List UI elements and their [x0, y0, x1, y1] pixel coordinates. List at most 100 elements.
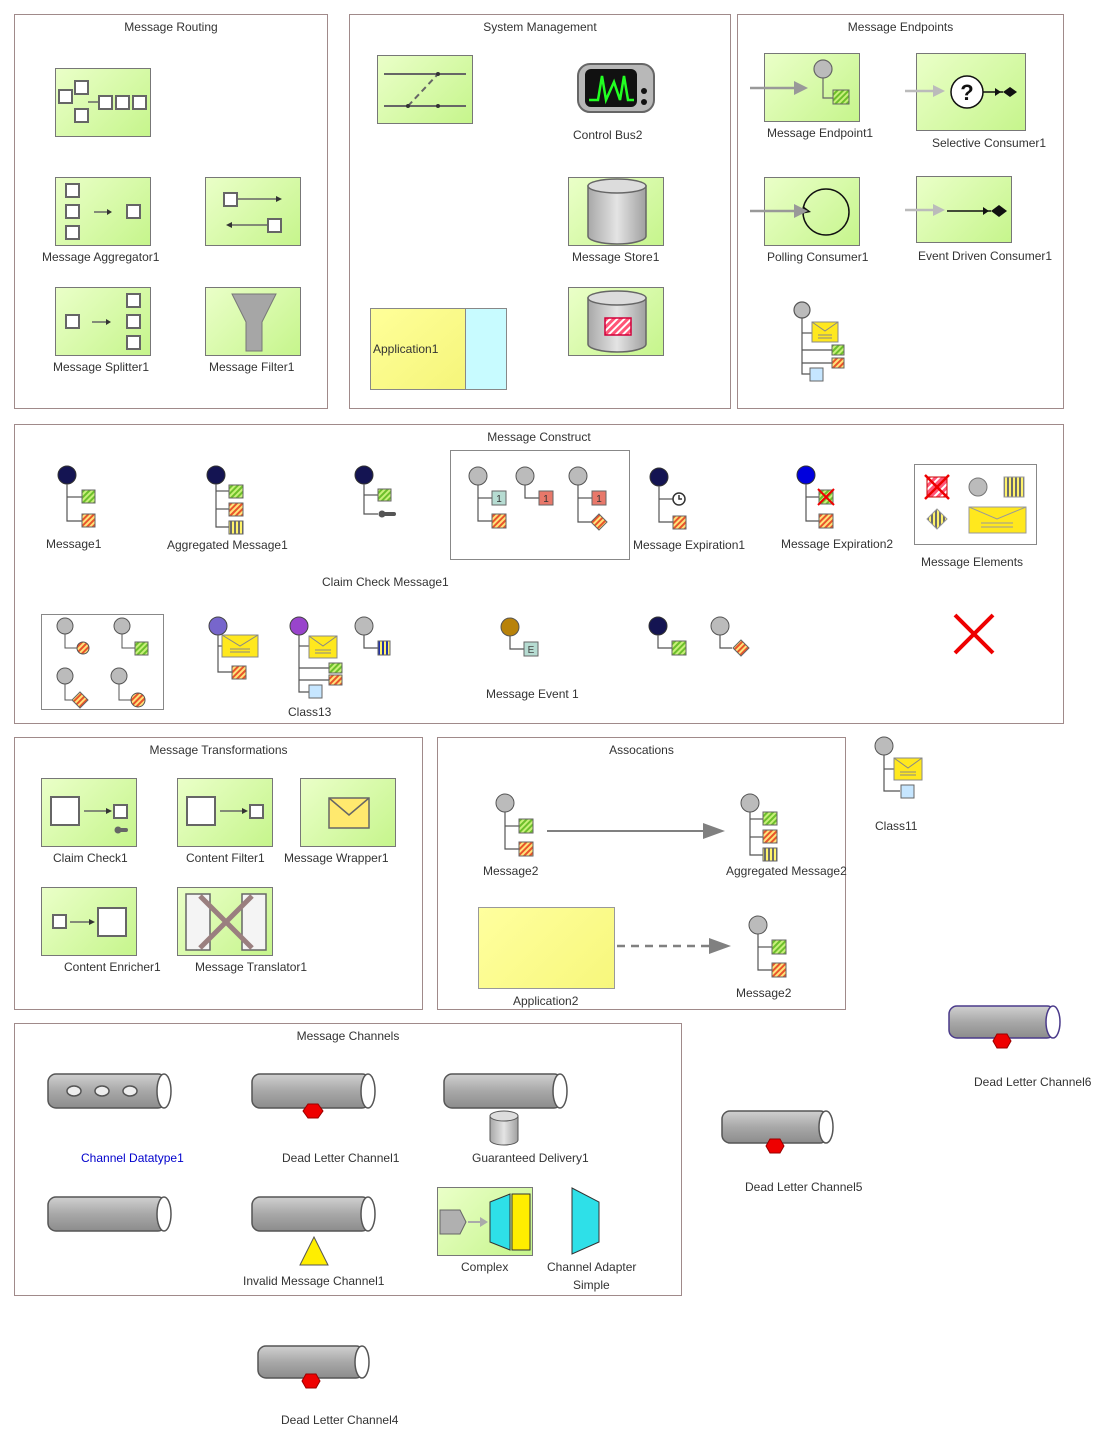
complex-label: Complex — [461, 1260, 509, 1274]
assoc-message2a-icon[interactable] — [495, 793, 539, 859]
sequence-message-b-icon[interactable]: 1 — [515, 466, 559, 510]
message-vertical-stripes-icon[interactable] — [354, 616, 398, 662]
event-driven-icon — [947, 205, 1007, 217]
application2-element[interactable] — [478, 907, 615, 989]
message-wrapper-element[interactable] — [300, 778, 396, 847]
selective-consumer-label: Selective Consumer1 — [932, 136, 1047, 150]
endpoint-arrow — [750, 81, 808, 95]
channel-datatype-pipe[interactable] — [46, 1072, 174, 1112]
assoc-message2a-label: Message2 — [483, 864, 539, 878]
frame-message-channels[interactable]: Message Channels — [14, 1023, 682, 1296]
envelope-icon — [328, 797, 370, 829]
router-element[interactable] — [55, 68, 151, 137]
content-filter-element[interactable] — [177, 778, 273, 847]
assoc-message2b-icon[interactable] — [748, 915, 792, 981]
message-event-icon[interactable]: E — [500, 617, 544, 661]
application-box — [370, 308, 507, 390]
frame-title: Message Transformations — [149, 743, 288, 757]
claim-check-element[interactable] — [41, 778, 137, 847]
dead-letter-channel4-pipe[interactable] — [256, 1344, 372, 1392]
router-icon — [58, 80, 147, 123]
application1-element[interactable]: Application1 — [370, 308, 507, 390]
event-letter: E — [528, 645, 535, 656]
splitter-icon — [65, 293, 141, 350]
complex-adapter-element[interactable] — [437, 1187, 533, 1256]
dead-letter-channel1-pipe[interactable] — [250, 1072, 378, 1126]
channel-adapter-simple-icon[interactable] — [569, 1186, 603, 1256]
funnel-icon — [231, 293, 277, 352]
message-dark-green-icon[interactable] — [648, 616, 692, 660]
detour-element[interactable] — [377, 55, 473, 124]
class11-icon[interactable] — [873, 736, 929, 802]
content-enricher-label: Content Enricher1 — [64, 960, 161, 974]
database-message-icon — [587, 290, 647, 353]
selective-consumer-icon: ? — [950, 75, 1017, 109]
message-expiration2-icon[interactable] — [796, 465, 840, 533]
invalid-message-channel-pipe[interactable] — [250, 1195, 378, 1267]
message-filter-element[interactable] — [205, 287, 301, 356]
aggregator-icon — [65, 183, 141, 240]
message-store-element[interactable] — [568, 177, 664, 246]
message-aggregator-element[interactable] — [55, 177, 151, 246]
detour-icon — [384, 72, 466, 108]
assoc-message2b-label: Message2 — [736, 986, 792, 1000]
delete-x-icon[interactable] — [952, 612, 996, 656]
content-enricher-icon — [52, 907, 127, 937]
message1-icon[interactable] — [57, 465, 101, 535]
message-expiration1-label: Message Expiration1 — [633, 538, 746, 552]
endpoint-message-icon[interactable] — [792, 300, 848, 384]
message-variants-group[interactable] — [41, 614, 164, 710]
message-aggregator-label: Message Aggregator1 — [42, 250, 160, 264]
plain-channel-pipe[interactable] — [46, 1195, 174, 1235]
content-enricher-element[interactable] — [41, 887, 137, 956]
sequence-message-c-icon[interactable]: 1 — [568, 466, 614, 534]
complex-adapter-icon — [439, 1193, 531, 1251]
message-translator-element[interactable] — [177, 887, 273, 956]
class13-icon[interactable] — [289, 616, 345, 702]
message1-label: Message1 — [46, 537, 102, 551]
dependency-arrow — [617, 938, 731, 954]
control-bus-element[interactable] — [576, 62, 656, 114]
polling-arrow — [750, 204, 808, 218]
message-envelope-icon[interactable] — [208, 616, 260, 682]
frame-title: Message Channels — [296, 1029, 400, 1043]
frame-title: System Management — [483, 20, 597, 34]
message-expiration1-icon[interactable] — [649, 467, 693, 533]
claim-check-icon — [50, 796, 128, 834]
channel-adapter-label-line2: Simple — [573, 1278, 610, 1292]
content-filter-icon — [186, 796, 264, 826]
sequence-number: 1 — [543, 494, 549, 505]
application2-label: Application2 — [513, 994, 579, 1008]
message-wrapper-label: Message Wrapper1 — [284, 851, 389, 865]
frame-title: Message Endpoints — [847, 20, 954, 34]
dead-letter-channel4-label: Dead Letter Channel4 — [281, 1413, 399, 1427]
sequence-message-a-icon[interactable]: 1 — [468, 466, 512, 532]
dead-letter-channel5-label: Dead Letter Channel5 — [745, 1180, 863, 1194]
message-translator-label: Message Translator1 — [195, 960, 308, 974]
assoc-aggregated2-label: Aggregated Message2 — [726, 864, 847, 878]
claim-check-message-icon[interactable] — [354, 465, 402, 525]
message-diamond-icon[interactable] — [710, 616, 756, 662]
database-icon — [587, 178, 647, 245]
aggregated-message1-icon[interactable] — [206, 465, 250, 537]
message-splitter-element[interactable] — [55, 287, 151, 356]
claim-check-label: Claim Check1 — [53, 851, 128, 865]
content-filter-label: Content Filter1 — [186, 851, 265, 865]
message-variants-icons — [56, 617, 149, 709]
message-elements-group[interactable] — [914, 464, 1037, 545]
channel-datatype-label[interactable]: Channel Datatype1 — [81, 1151, 184, 1165]
message-endpoint-label: Message Endpoint1 — [767, 126, 874, 140]
message-event-label: Message Event 1 — [486, 687, 579, 701]
message-elements-icons — [924, 474, 1027, 534]
class13-label: Class13 — [288, 705, 332, 719]
resequencer-element[interactable] — [205, 177, 301, 246]
sequence-number: 1 — [596, 494, 602, 505]
event-driven-consumer-label: Event Driven Consumer1 — [918, 249, 1053, 263]
message-store-2-element[interactable] — [568, 287, 664, 356]
invalid-message-channel-label: Invalid Message Channel1 — [243, 1274, 385, 1288]
dead-letter-channel5-pipe[interactable] — [720, 1109, 836, 1157]
guaranteed-delivery-pipe[interactable] — [442, 1072, 570, 1148]
dead-letter-channel6-pipe[interactable] — [947, 1004, 1063, 1052]
assoc-aggregated2-icon[interactable] — [740, 793, 784, 865]
dead-letter-channel6-label: Dead Letter Channel6 — [974, 1075, 1092, 1089]
